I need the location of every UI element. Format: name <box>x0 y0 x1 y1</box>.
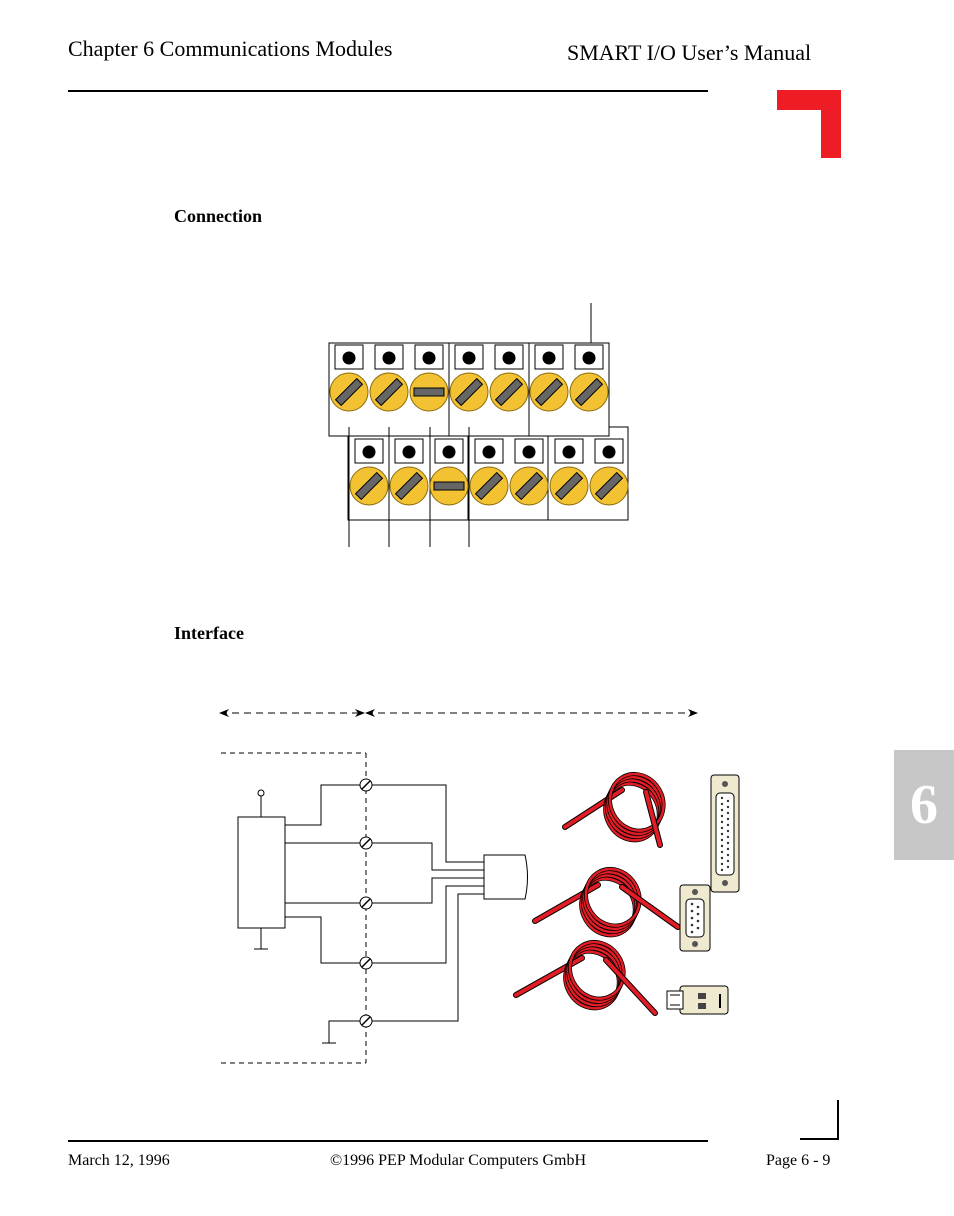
screw-terminal-icon <box>359 896 373 910</box>
chapter-title: Chapter 6 Communications Modules <box>68 36 393 61</box>
upper-terminal <box>569 344 609 412</box>
manual-title: SMART I/O User’s Manual <box>567 40 812 65</box>
upper-terminal <box>449 344 489 412</box>
screw-terminal-icon <box>359 956 373 970</box>
footer-date: March 12, 1996 <box>68 1152 170 1169</box>
upper-terminal <box>489 344 529 412</box>
coiled-cable-icon <box>513 940 658 1016</box>
footer-copyright: ©1996 PEP Modular Computers GmbH <box>330 1152 587 1169</box>
upper-terminal <box>369 344 409 412</box>
lower-terminal <box>389 438 429 506</box>
chapter-tab: 6 <box>894 750 954 860</box>
terminal-block-diagram <box>328 303 629 547</box>
lower-terminal <box>589 438 629 506</box>
interface-diagram <box>219 709 740 1064</box>
lower-terminal <box>469 438 509 506</box>
coiled-cable-icon <box>562 772 666 848</box>
corner-mark-icon <box>777 90 841 158</box>
lower-terminal <box>429 438 469 506</box>
upper-terminal <box>329 344 369 412</box>
upper-terminal <box>409 344 449 412</box>
footer-corner-mark-icon <box>800 1100 839 1140</box>
db25-connector-icon <box>710 774 740 893</box>
coiled-cable-icon <box>532 867 681 938</box>
terminal-plug-icon <box>666 985 729 1015</box>
chapter-tab-number: 6 <box>910 774 938 836</box>
footer-page: Page 6 - 9 <box>766 1152 831 1169</box>
screw-terminal-icon <box>359 778 373 792</box>
upper-terminal <box>529 344 569 412</box>
footer-rule <box>68 1140 708 1142</box>
lower-terminal <box>349 438 389 506</box>
connection-heading: Connection <box>174 206 263 226</box>
interface-heading: Interface <box>174 623 244 643</box>
screw-terminal-icon <box>359 836 373 850</box>
lower-terminal <box>549 438 589 506</box>
lower-terminal <box>509 438 549 506</box>
screw-terminal-icon <box>359 1014 373 1028</box>
header-rule <box>68 90 708 92</box>
db9-connector-icon <box>679 884 711 952</box>
